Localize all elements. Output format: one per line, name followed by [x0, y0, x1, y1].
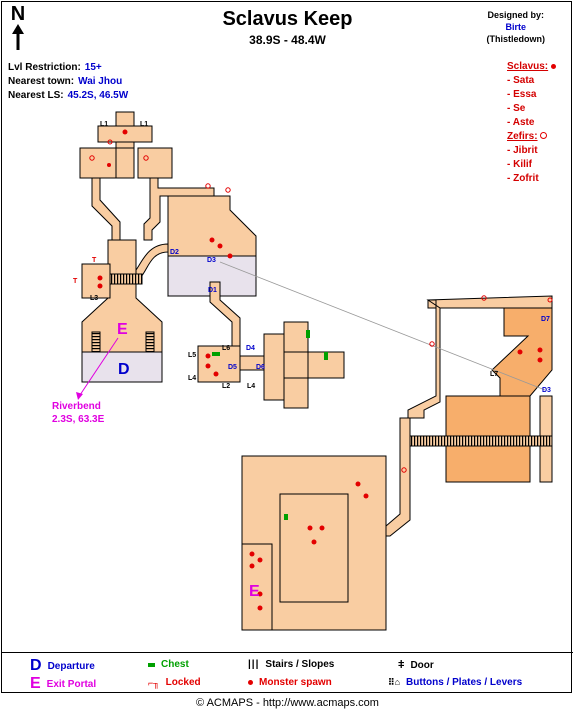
- label-d3: D3: [207, 257, 216, 264]
- label-l7: L7: [490, 371, 498, 378]
- label-l4-right: L4: [247, 383, 255, 390]
- npc-zefirs-header: Zefirs:: [507, 130, 567, 144]
- door-icon: ǂ: [398, 659, 405, 671]
- map-frame: [1, 1, 572, 693]
- legend-locked: ⌐╖Locked: [148, 677, 201, 688]
- label-l1-left: L1: [100, 121, 108, 128]
- legend-stairs: |||Stairs / Slopes: [248, 659, 335, 670]
- departure-zone: [81, 351, 163, 383]
- page-title: Sclavus Keep: [222, 8, 353, 30]
- middle-rooms: [197, 321, 345, 409]
- npc-item: - Essa: [507, 89, 537, 100]
- east-wing: [349, 295, 553, 537]
- departure-marker: D: [118, 361, 130, 378]
- spawn-icon: [248, 680, 253, 685]
- monster-spawns: [97, 129, 543, 611]
- north-arrow-icon: N: [8, 4, 28, 50]
- stairs-icon: |||: [248, 659, 260, 670]
- label-l6: L6: [222, 345, 230, 352]
- designer-credit: Designed by: Birte (Thistledown): [487, 9, 546, 45]
- label-d3-east: D3: [542, 387, 551, 394]
- label-d5: D5: [228, 364, 237, 371]
- npc-item: - Zofrit: [507, 173, 539, 184]
- label-l4-left: L4: [188, 375, 196, 382]
- label-d6: D6: [256, 364, 265, 371]
- nearest-lifestone: Nearest LS:45.2S, 46.5W: [8, 90, 129, 101]
- exit-arrow: [77, 337, 119, 399]
- label-d7: D7: [541, 316, 550, 323]
- nearest-town: Nearest town:Wai Jhou: [8, 76, 123, 87]
- dungeon-map: L1 L1 L3 L5 L4 L6 L2 L4 L7 D2 D3 D1 D4 D…: [73, 111, 553, 631]
- label-d1: D1: [208, 287, 217, 294]
- npc-item: - Aste: [507, 117, 535, 128]
- chest-icon: [148, 662, 155, 667]
- npc-list: Sclavus: - Sata - Essa - Se - Aste Zefir…: [507, 60, 567, 186]
- copyright-footer: © ACMAPS - http://www.acmaps.com: [196, 697, 379, 709]
- npc-item: - Jibrit: [507, 145, 538, 156]
- legend-monster-spawn: Monster spawn: [248, 677, 332, 688]
- dungeon-coords: 38.9S - 48.4W: [249, 33, 326, 47]
- north-label: N: [10, 3, 26, 25]
- exit-portal-marker-south: E: [249, 583, 260, 600]
- label-trap-top: T: [92, 257, 97, 264]
- exit-destination-name: Riverbend: [52, 401, 101, 412]
- hall-stairs-left: [91, 331, 101, 353]
- npc-sclavus-header: Sclavus:: [507, 60, 567, 74]
- exit-destination: Riverbend 2.3S, 63.3E: [52, 400, 104, 426]
- legend-buttons: ⠿⌂Buttons / Plates / Levers: [388, 677, 523, 688]
- label-l5: L5: [188, 352, 196, 359]
- west-room: [81, 263, 111, 299]
- hall-stairs-right: [145, 331, 155, 353]
- label-l2: L2: [222, 383, 230, 390]
- label-d2: D2: [170, 249, 179, 256]
- label-trap-left: T: [73, 278, 78, 285]
- d3-teleport-line: [219, 261, 546, 391]
- top-cross-room: [79, 111, 173, 179]
- npc-item: - Kilif: [507, 159, 532, 170]
- exit-portal-marker: E: [117, 321, 128, 338]
- designer-name: Birte: [505, 22, 526, 32]
- button-icon: ⠿⌂: [388, 677, 401, 687]
- lock-icon: ⌐╖: [148, 677, 160, 688]
- designer-server: (Thistledown): [486, 34, 546, 44]
- npc-item: - Sata: [507, 75, 535, 86]
- designed-by-label: Designed by:: [487, 10, 544, 20]
- npc-item: - Se: [507, 103, 526, 114]
- label-l3: L3: [90, 295, 98, 302]
- west-stairs: [109, 273, 143, 285]
- zefir-spawns: [89, 139, 553, 473]
- label-l1-right: L1: [140, 121, 148, 128]
- legend-chest: Chest: [148, 659, 189, 670]
- chests: [212, 330, 328, 520]
- exit-destination-coords: 2.3S, 63.3E: [52, 414, 105, 425]
- level-restriction: Lvl Restriction:15+: [8, 62, 102, 73]
- label-d4: D4: [246, 345, 255, 352]
